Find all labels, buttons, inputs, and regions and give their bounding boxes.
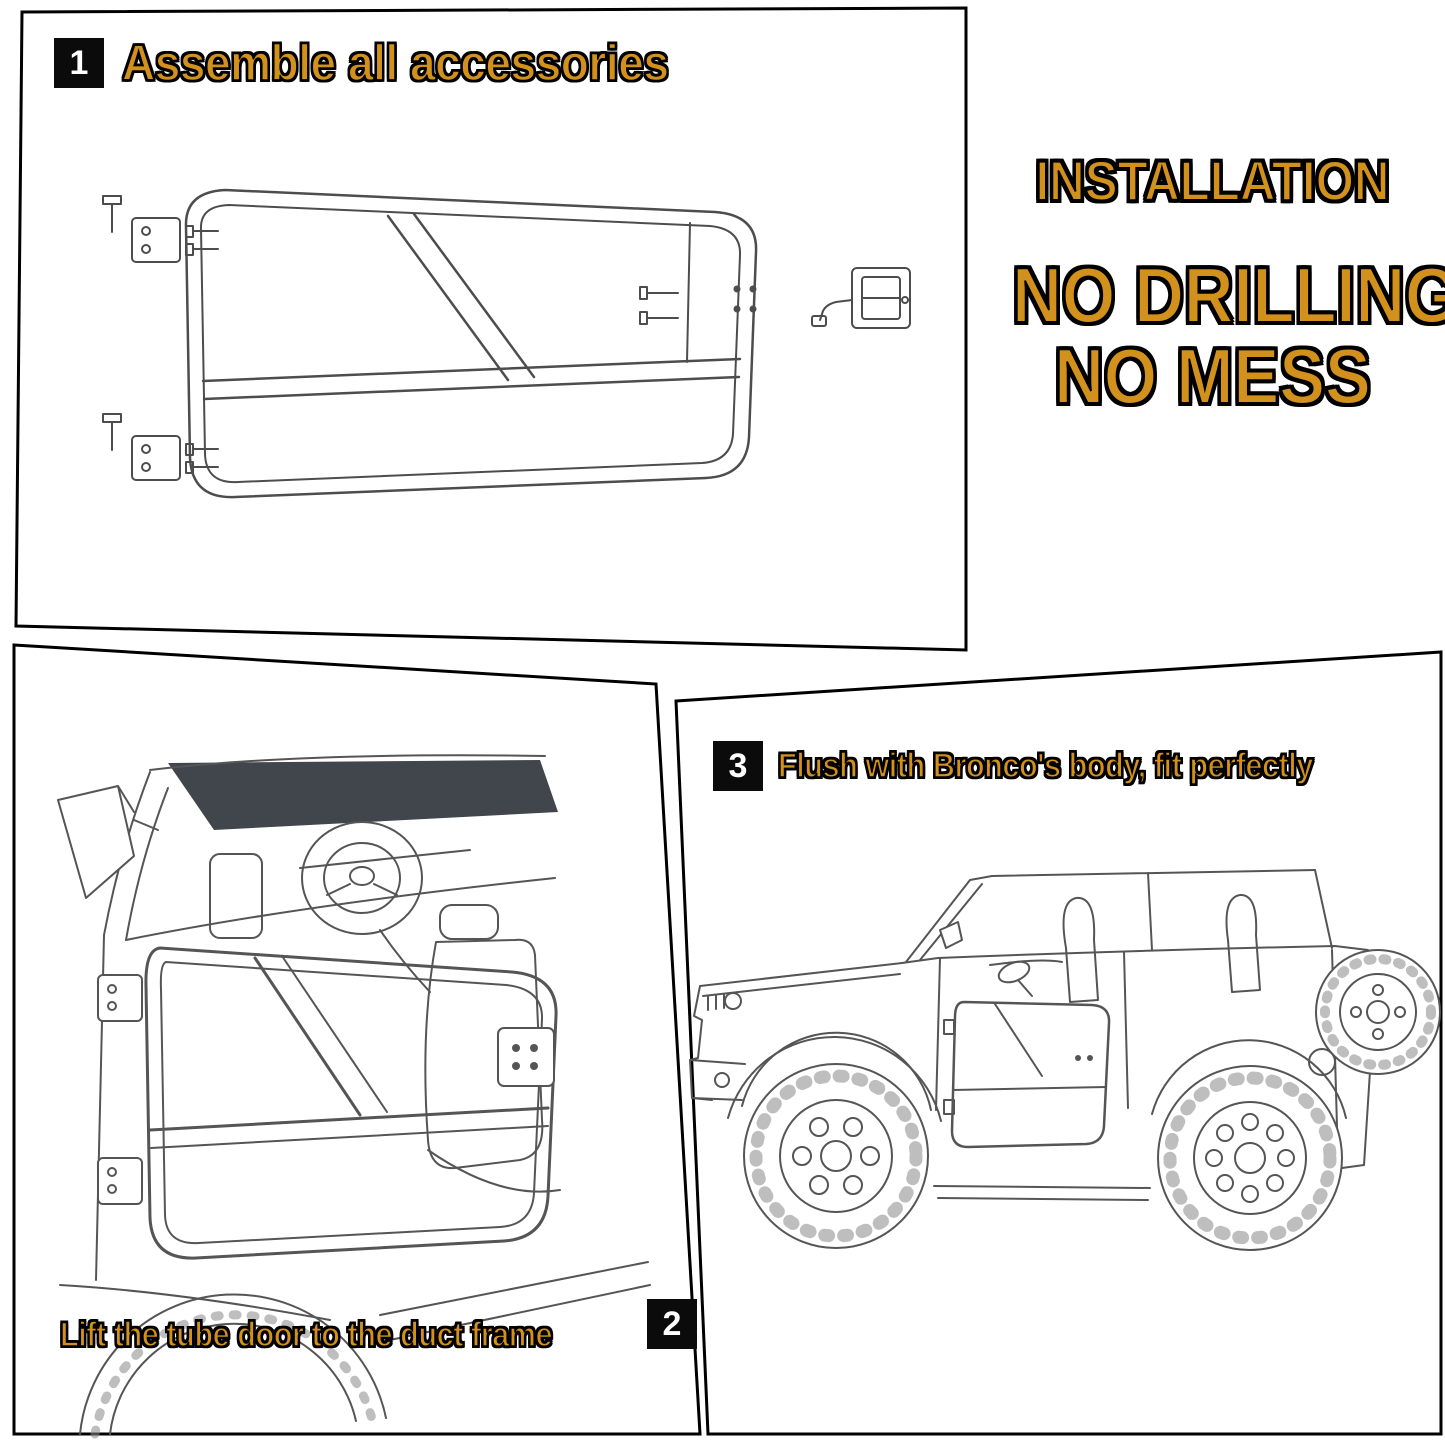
step-1-title: Assemble all accessories	[121, 34, 669, 92]
step-3-number: 3	[728, 746, 748, 785]
tube-door-drawing	[184, 188, 758, 499]
hinge-hardware-drawing	[102, 195, 219, 481]
step-3-title: Flush with Bronco's body, fit perfectly	[777, 746, 1314, 786]
callout-no-drilling: NO DRILLING	[1011, 251, 1445, 339]
interior-drawing	[57, 754, 651, 1439]
step-2-title: Lift the tube door to the duct frame	[59, 1315, 553, 1355]
step-3-badge: 3	[713, 741, 763, 791]
callout-no-mess: NO MESS	[1053, 332, 1371, 421]
step-2-badge: 2	[647, 1299, 697, 1349]
callout-installation: INSTALLATION	[1035, 148, 1391, 213]
bronco-drawing	[689, 869, 1441, 1251]
door-latch-drawing	[811, 267, 911, 329]
step-2-number: 2	[662, 1304, 682, 1343]
step-1-badge: 1	[54, 38, 104, 88]
installation-callout: INSTALLATION NO DRILLING NO MESS	[985, 148, 1445, 421]
step-1-number: 1	[69, 43, 89, 82]
